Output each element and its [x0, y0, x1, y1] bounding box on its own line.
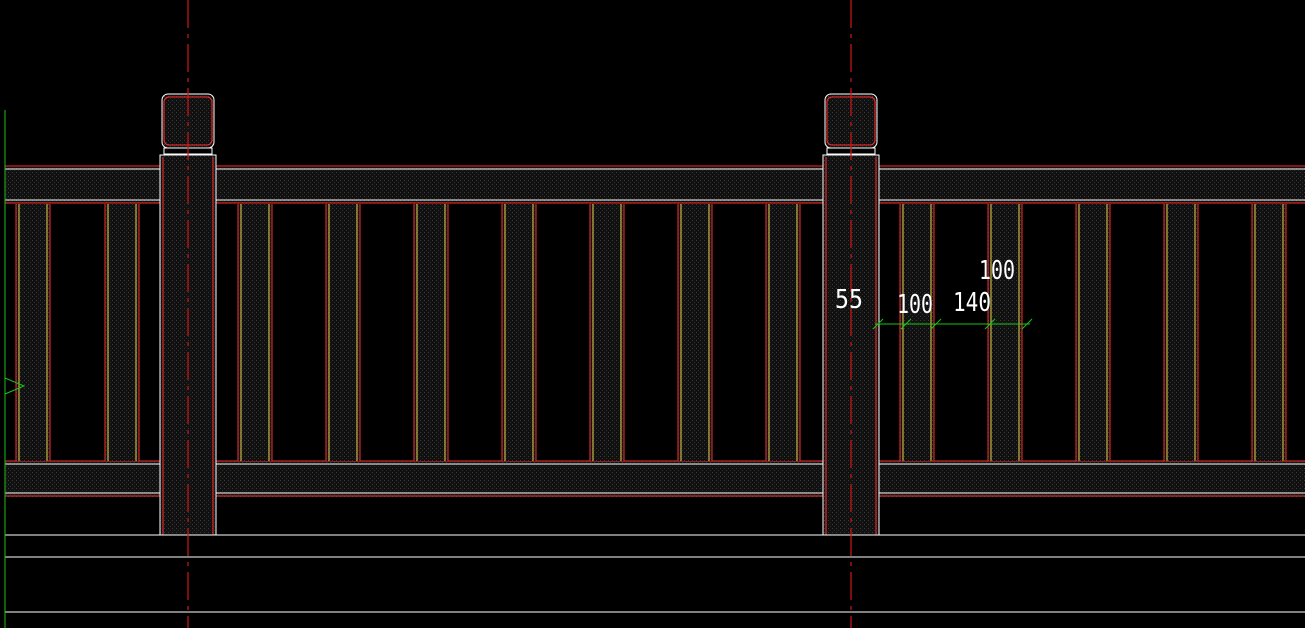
top-rail [5, 167, 160, 203]
dimension-tick [872, 318, 884, 330]
baluster [238, 204, 272, 461]
top-rail [879, 167, 1305, 203]
baluster [16, 204, 50, 461]
baluster [105, 204, 139, 461]
dimension-tick [930, 318, 942, 330]
baluster [590, 204, 624, 461]
dim-baluster-width: 100 [897, 290, 933, 320]
baluster [1164, 204, 1198, 461]
dim-gap: 140 [953, 288, 991, 318]
dimension-tick [1021, 318, 1033, 330]
baluster [900, 204, 934, 461]
left-edge-marker [4, 110, 26, 628]
baluster [414, 204, 448, 461]
baluster-group [15, 204, 1287, 461]
dimension-tick [984, 318, 996, 330]
dim-post-width: 55 [835, 285, 863, 315]
bottom-rail [5, 461, 160, 497]
bottom-rail [216, 461, 823, 497]
baluster [326, 204, 360, 461]
dim-baluster-width-upper: 100 [979, 256, 1015, 286]
top-rail [216, 167, 823, 203]
baluster [988, 204, 1022, 461]
baluster [766, 204, 800, 461]
baluster [678, 204, 712, 461]
base-line-group [5, 534, 1305, 613]
dimension-tick [900, 318, 912, 330]
baluster [1076, 204, 1110, 461]
bottom-rail [879, 461, 1305, 497]
baluster [502, 204, 536, 461]
baluster [1252, 204, 1286, 461]
dimension-group: 55 100 140 100 [835, 256, 1033, 330]
centerline-group [187, 0, 852, 628]
handrail-group [5, 165, 1305, 497]
